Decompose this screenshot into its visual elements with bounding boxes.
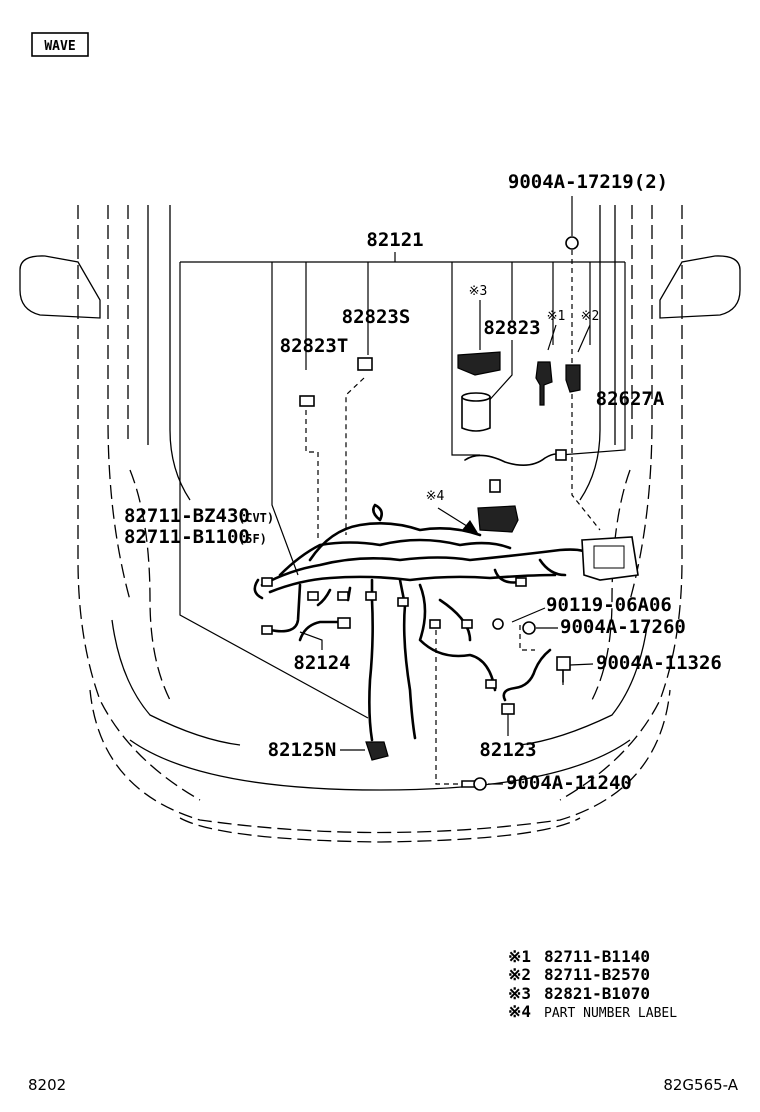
marker-3: ※3 xyxy=(469,284,488,299)
label-9004a-11326: 9004A-11326 xyxy=(596,652,722,674)
engine-wire-harness xyxy=(253,453,592,742)
leader-lines xyxy=(179,196,626,785)
wave-tag-text: WAVE xyxy=(44,39,75,54)
ecu-box xyxy=(581,536,639,581)
label-82823s: 82823S xyxy=(342,306,411,328)
legend-mark-2: ※2 xyxy=(508,965,531,984)
label-bolt-top: 9004A-17219(2) xyxy=(508,171,668,193)
legend-mark-4: ※4 xyxy=(508,1002,531,1021)
label-82125n: 82125N xyxy=(268,739,337,761)
clip-1 xyxy=(535,361,553,406)
bolt-11326 xyxy=(556,656,571,671)
wave-tag: WAVE xyxy=(31,32,89,57)
clip-2 xyxy=(565,364,581,393)
label-82627a: 82627A xyxy=(596,388,665,410)
label-82711-b1100: 82711-B1100 xyxy=(124,526,250,548)
legend-text-2: 82711-B2570 xyxy=(544,965,650,984)
connector-82823t xyxy=(299,395,315,407)
page-code: 8202 xyxy=(28,1076,66,1094)
connector-82123 xyxy=(501,703,515,715)
harness-parts xyxy=(299,236,639,791)
vehicle-outline xyxy=(19,205,741,843)
legend-text-4: PART NUMBER LABEL xyxy=(544,1006,677,1021)
label-90119-06a06: 90119-06A06 xyxy=(546,594,672,616)
legend-mark-1: ※1 xyxy=(508,947,531,966)
part-number-label xyxy=(477,505,519,533)
legend-text-3: 82821-B1070 xyxy=(544,984,650,1003)
nut-17260 xyxy=(522,621,536,635)
figure-code: 82G565-A xyxy=(663,1076,738,1094)
bolt-top xyxy=(565,236,579,250)
label-82123: 82123 xyxy=(479,739,536,761)
legend: ※1 82711-B1140 ※2 82711-B2570 ※3 82821-B… xyxy=(508,947,677,1021)
part-labels: 82121 82823S 82823T 82823 82627A 9004A-1… xyxy=(124,171,722,794)
connector-82823s xyxy=(357,357,373,371)
legend-text-1: 82711-B1140 xyxy=(544,947,650,966)
label-82823: 82823 xyxy=(483,317,540,339)
label-9004a-17260: 9004A-17260 xyxy=(560,616,686,638)
label-82711-bz430: 82711-BZ430 xyxy=(124,505,250,527)
grommet-82125n xyxy=(365,741,389,761)
label-82124: 82124 xyxy=(293,652,350,674)
label-82711-bz430-note: (CVT) xyxy=(238,511,274,525)
marker-4: ※4 xyxy=(426,489,445,504)
connector-82124 xyxy=(337,617,351,629)
cylinder-82823 xyxy=(461,396,491,432)
relay-block-3 xyxy=(457,351,501,376)
bolt-11240 xyxy=(473,777,487,791)
marker-1: ※1 xyxy=(547,309,566,324)
label-82711-b1100-note: (5F) xyxy=(238,532,267,546)
legend-mark-3: ※3 xyxy=(508,984,531,1003)
bolt-90119 xyxy=(492,618,504,630)
label-82121: 82121 xyxy=(366,229,423,251)
label-82823t: 82823T xyxy=(280,335,349,357)
label-9004a-11240: 9004A-11240 xyxy=(506,772,632,794)
